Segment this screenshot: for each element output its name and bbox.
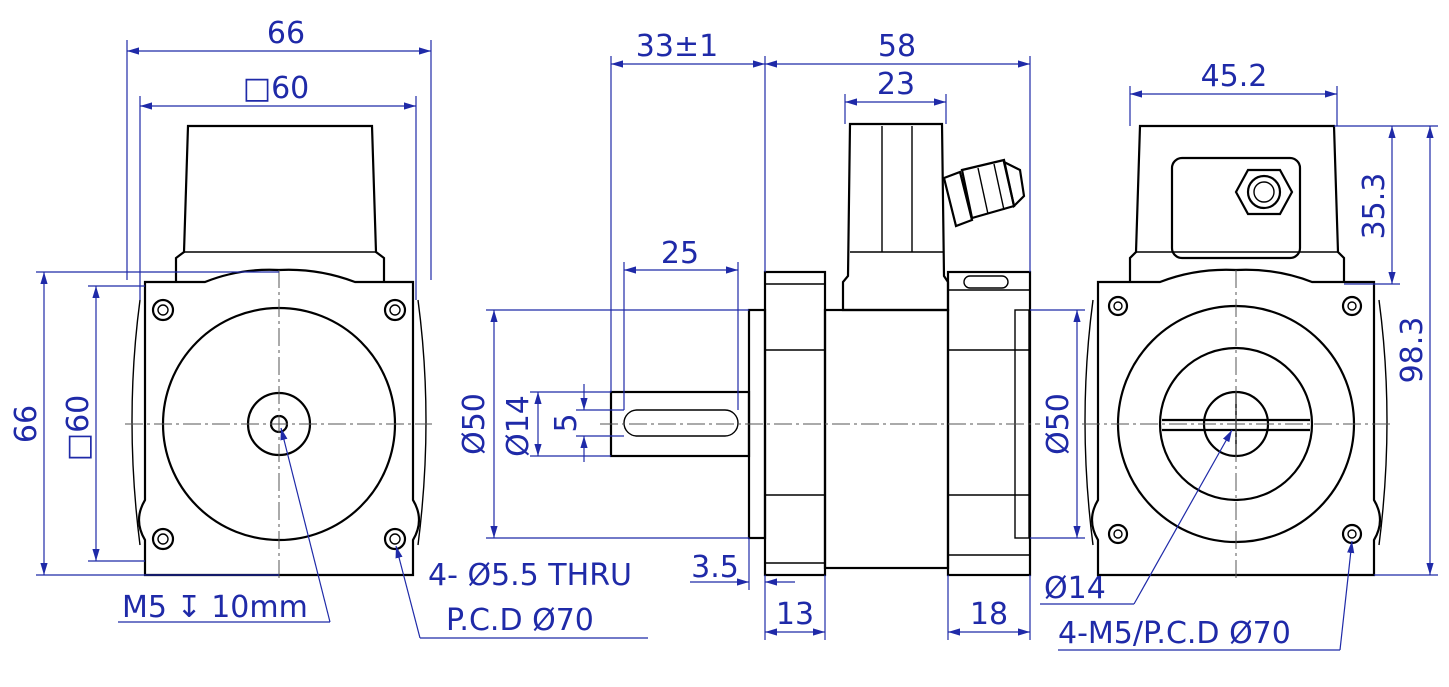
rear-connector-nut [1234, 168, 1294, 216]
dim-front-square-60-vertical: □60 [61, 395, 96, 462]
note-rear-holes: 4-M5/P.C.D Ø70 [1058, 616, 1291, 651]
rear-view: 45.2 35.3 98.3 Ø14 4-M5/P.C.D Ø70 [1040, 59, 1438, 651]
dim-rear-box-width: 45.2 [1201, 59, 1268, 94]
dim-body-length: 58 [878, 29, 916, 64]
dim-front-width-66: 66 [267, 16, 305, 51]
rear-mount-holes [1107, 295, 1363, 545]
side-connector-box [841, 122, 950, 312]
dim-flange-thickness: 13 [776, 597, 814, 632]
front-connector-box [174, 124, 386, 282]
note-holes-pcd: P.C.D Ø70 [446, 603, 594, 638]
side-shaft-key [623, 409, 739, 437]
dim-pilot-depth: 3.5 [691, 550, 739, 585]
note-tap-size: M5 [122, 590, 167, 625]
dim-rear-bore-diameter: Ø14 [1044, 571, 1106, 606]
front-flange-outline [137, 268, 421, 577]
side-body [823, 308, 950, 570]
rear-connector-box [1128, 124, 1346, 282]
rear-flange-outline [1090, 268, 1382, 577]
front-view: 66 □60 66 □60 M5 ↧ 10mm 4- Ø5.5 THRU P.C… [9, 16, 648, 639]
rear-connector-panel [1170, 156, 1302, 260]
dim-rear-flange: 18 [970, 597, 1008, 632]
note-holes-thru: 4- Ø5.5 THRU [428, 558, 632, 593]
dim-shaft-diameter: Ø14 [501, 395, 536, 457]
dim-key-width: 5 [549, 413, 584, 432]
dim-box-width: 23 [877, 67, 915, 102]
dim-shaft-length: 33±1 [636, 29, 718, 64]
rear-cover-circle [1158, 346, 1314, 502]
dim-front-square-60: □60 [243, 71, 310, 106]
front-mount-holes [151, 298, 407, 551]
dim-rear-diameter: Ø50 [1041, 393, 1076, 455]
dim-rear-box-height: 35.3 [1357, 173, 1392, 240]
dim-pilot-diameter: Ø50 [457, 393, 492, 455]
note-tap-depth: 10mm [211, 590, 308, 625]
svg-text:M5 ↧ 10mm: M5 ↧ 10mm [122, 590, 308, 625]
side-view: 33±1 58 23 25 Ø50 Ø14 5 3.5 [457, 29, 1085, 640]
dim-front-height-66: 66 [9, 405, 44, 443]
dim-key-length: 25 [661, 236, 699, 271]
note-tap-depth-symbol: ↧ [177, 590, 202, 625]
side-cable-gland [942, 158, 1026, 228]
dim-rear-overall-height: 98.3 [1395, 317, 1430, 384]
